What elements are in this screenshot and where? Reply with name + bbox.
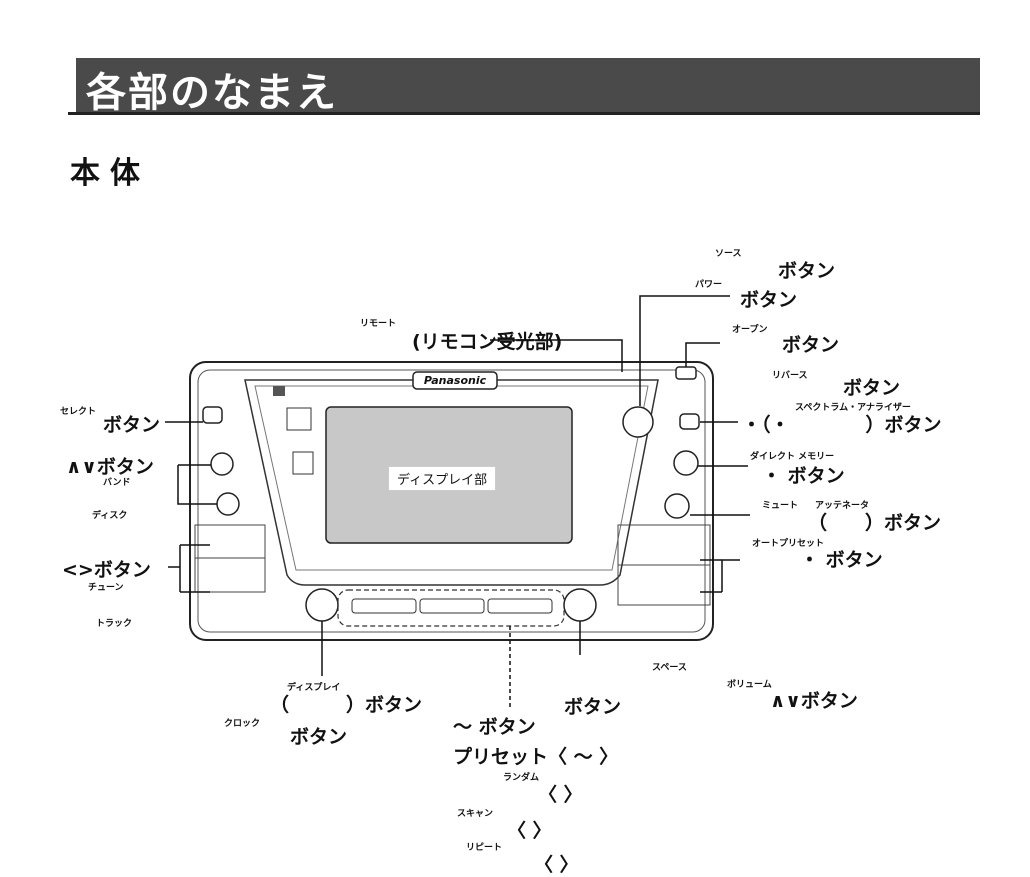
select-button-label: ボタン <box>103 414 161 436</box>
select-button-shape <box>202 406 223 424</box>
scan-label: 〈 〉 <box>507 820 552 842</box>
grid-icon <box>273 386 285 396</box>
updown-button-label: ∧∨ボタン <box>66 456 154 478</box>
preset-label: プリセット〈 ～ 〉 <box>453 746 619 768</box>
reverse-button-label: ボタン <box>843 377 901 399</box>
select-sub-label: セレクト <box>60 407 97 417</box>
title-banner: 各部のなまえ <box>68 58 980 116</box>
track-sub-label: トラック <box>96 619 133 629</box>
reverse-button-shape <box>679 413 700 430</box>
repeat-sub-label: リピート <box>466 843 503 853</box>
volume-bracket <box>617 524 711 606</box>
space-sub-label: スペース <box>652 663 687 673</box>
volume-sub-label: ボリューム <box>727 680 772 690</box>
preset-button-2 <box>419 598 485 614</box>
random-sub-label: ランダム <box>503 773 540 783</box>
clock-button-label: ボタン <box>290 726 348 748</box>
disc-sub-label: ディスク <box>92 511 128 521</box>
scan-sub-label: スキャン <box>457 809 494 819</box>
mute-button-shape <box>664 493 690 519</box>
minidisc-logo <box>292 451 314 475</box>
leader-lines <box>165 295 750 676</box>
spectrum-sub-label: スペクトラム・アナライザー <box>795 403 911 413</box>
source-sub-label: ソース <box>715 249 742 259</box>
power-sub-label: パワー <box>695 280 723 290</box>
preset-button-1 <box>351 598 417 614</box>
spectrum-button-label: ・（・ ）ボタン <box>742 414 942 436</box>
reverse-sub-label: リバース <box>772 371 808 381</box>
page-title: 各部のなまえ <box>86 70 338 116</box>
leftright-button-label: <>ボタン <box>62 559 151 581</box>
brand-logo-box <box>412 371 498 390</box>
volume-button-label: ∧∨ボタン <box>770 690 858 712</box>
power-source-button-shape <box>622 406 654 438</box>
band-up-button-shape <box>210 452 234 476</box>
center-panel-inner <box>254 385 649 571</box>
power-button-label: ボタン <box>740 289 798 311</box>
device-inner-frame <box>197 369 706 633</box>
display-sub-label: ディスプレイ <box>287 683 341 693</box>
tune-sub-label: チューン <box>88 583 124 593</box>
band-sub-label: バンド <box>103 478 131 488</box>
display-button-label: （ ）ボタン <box>270 694 423 716</box>
display-area-label: ディスプレイ部 <box>388 466 497 491</box>
direct-memory-button-shape <box>673 450 699 476</box>
preset-area <box>337 589 565 627</box>
direct-sub-label: ダイレクト メモリー <box>750 452 835 462</box>
attenuator-sub-label: アッテネータ <box>815 501 870 511</box>
tune-bracket <box>194 524 266 593</box>
open-button-shape <box>675 366 697 380</box>
direct-memory-button-label: ・ ボタン <box>762 465 845 487</box>
space-knob <box>563 588 597 622</box>
banner-accent-bar <box>68 58 76 112</box>
preset-range-button-label: ～ ボタン <box>453 716 536 738</box>
repeat-label: 〈 〉 <box>534 854 579 876</box>
disc-down-button-shape <box>216 492 240 516</box>
display-clock-knob <box>305 588 339 622</box>
autopreset-button-label: ・ ボタン <box>800 549 883 571</box>
preset-button-3 <box>487 598 553 614</box>
compact-disc-logo <box>286 407 312 431</box>
space-button-label: ボタン <box>564 696 622 718</box>
random-label: 〈 〉 <box>538 784 583 806</box>
remote-sensor-label: (リモコン受光部) <box>412 331 563 353</box>
open-sub-label: オープン <box>732 325 768 335</box>
open-button-label: ボタン <box>782 334 840 356</box>
mute-sub-label: ミュート <box>762 501 799 511</box>
remote-sub-label: リモート <box>360 319 397 329</box>
source-button-label: ボタン <box>778 260 836 282</box>
clock-sub-label: クロック <box>224 719 261 729</box>
mute-button-label: （ ）ボタン <box>808 512 942 534</box>
autopreset-sub-label: オートプリセット <box>752 539 825 549</box>
brand-logo: Panasonic <box>423 374 487 387</box>
section-title: 本体 <box>70 156 150 191</box>
